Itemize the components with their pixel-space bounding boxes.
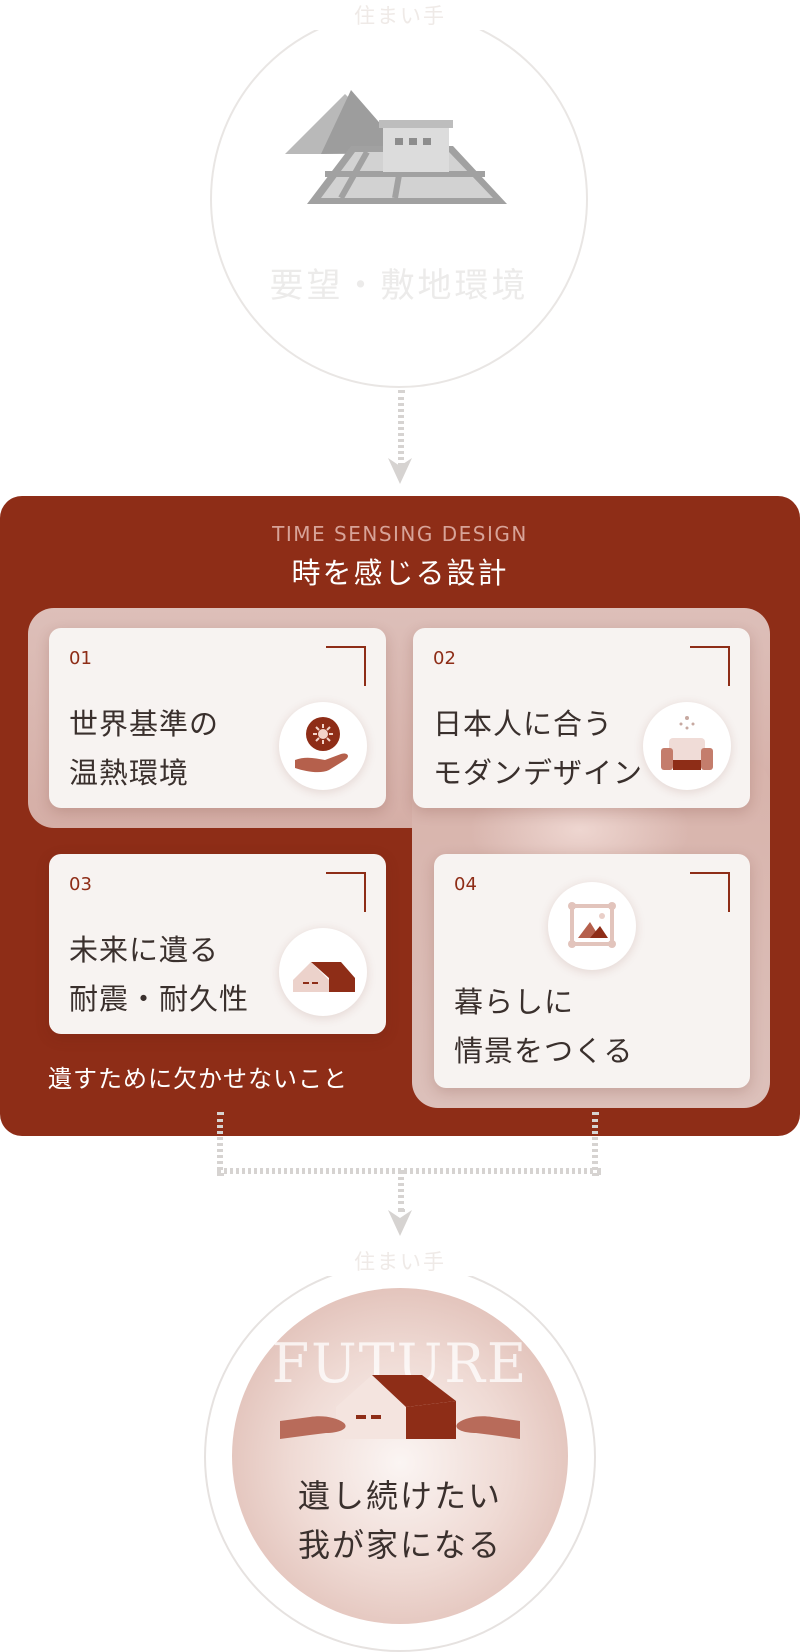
card-title: 未来に遺る 耐震・耐久性 [69, 933, 250, 1016]
panel-footnote: 遺すために欠かせないこと [48, 1065, 348, 1093]
connector-merge [217, 1168, 601, 1174]
card-thermal-environment: 01 世界基準の 温熱環境 [49, 628, 386, 808]
corner-bracket [326, 872, 366, 912]
corner-bracket [690, 646, 730, 686]
connector-top [398, 390, 404, 466]
resident-label-top: 住まい手 [300, 0, 500, 30]
card-title: 日本人に合う モダンデザイン [433, 707, 644, 790]
resident-label-bottom: 住まい手 [300, 1246, 500, 1276]
card-number: 03 [69, 874, 92, 895]
card-number: 04 [454, 874, 477, 895]
panel-subtitle: TIME SENSING DESIGN [272, 522, 528, 546]
arrow-down-icon [388, 458, 412, 484]
sofa-icon [643, 702, 731, 790]
panel-title: 時を感じる設計 [291, 556, 509, 590]
connector-bottom [398, 1170, 404, 1212]
arrow-down-icon [388, 1210, 412, 1236]
card-number: 01 [69, 648, 92, 669]
card-modern-design: 02 日本人に合う モダンデザイン [413, 628, 750, 808]
sun-in-hand-icon [279, 702, 367, 790]
connector-left [217, 1112, 223, 1176]
corner-bracket [690, 872, 730, 912]
card-scenery: 04 暮らしに 情景をつくる [434, 854, 750, 1088]
card-earthquake-resistance: 03 未来に遺る 耐震・耐久性 [49, 854, 386, 1034]
site-landscape-icon [285, 90, 507, 204]
future-caption: 遺し続けたい 我が家になる [297, 1477, 502, 1564]
card-number: 02 [433, 648, 456, 669]
card-title: 暮らしに 情景をつくる [454, 985, 634, 1068]
card-title: 世界基準の 温熱環境 [69, 707, 220, 790]
site-environment-caption: 要望・敷地環境 [269, 266, 529, 306]
future-circle-fill [232, 1288, 568, 1624]
house-icon [279, 928, 367, 1016]
hands-holding-house-icon [280, 1375, 520, 1439]
picture-frame-icon [548, 882, 636, 970]
corner-bracket [326, 646, 366, 686]
connector-right [592, 1112, 598, 1176]
